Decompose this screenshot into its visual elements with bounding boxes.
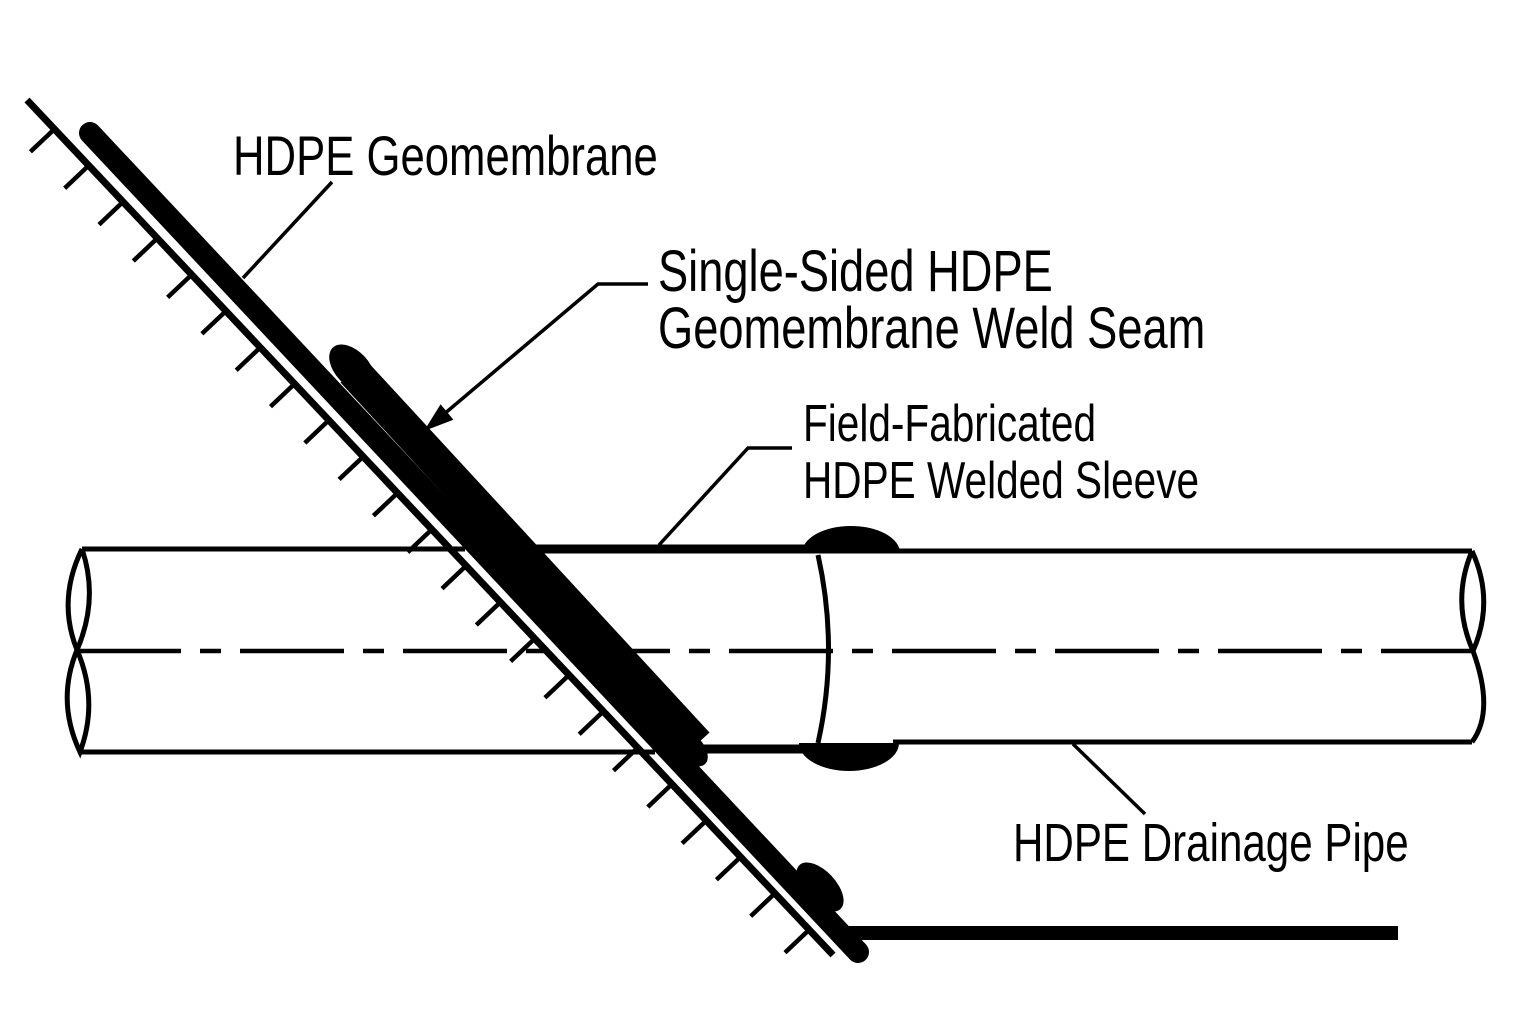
hatch-tick xyxy=(234,345,262,372)
hatch-tick xyxy=(371,491,399,518)
weld-bump-sleeve-end-bottom xyxy=(799,743,899,771)
leader-weld-seam xyxy=(422,282,648,433)
hatch-tick xyxy=(543,673,571,700)
weld-bump-toe xyxy=(796,862,844,912)
slope-ground-line xyxy=(24,97,836,958)
hatch-tick xyxy=(28,127,56,154)
hatch-tick xyxy=(268,382,297,409)
weld-bump-sleeve-bottom-junction xyxy=(672,729,708,767)
hatch-tick xyxy=(200,309,228,336)
label-sleeve-line2: HDPE Welded Sleeve xyxy=(803,452,1200,510)
label-weld-seam-line1: Single-Sided HDPE xyxy=(658,239,1053,304)
label-sleeve: Field-Fabricated HDPE Welded Sleeve xyxy=(803,396,1199,510)
hatch-tick xyxy=(646,782,674,809)
hatch-tick xyxy=(63,163,91,190)
hatch-tick xyxy=(337,455,365,482)
hatch-tick xyxy=(680,819,708,846)
label-sleeve-line1: Field-Fabricated xyxy=(803,395,1097,453)
hatch-tick xyxy=(714,855,742,882)
pipe-break-symbol-right xyxy=(1459,549,1487,744)
leader-weld-seam-arrowhead xyxy=(424,404,454,431)
hatch-tick xyxy=(131,236,159,263)
hatch-tick xyxy=(440,564,468,591)
hatch-tick xyxy=(749,891,777,918)
hatch-tick xyxy=(783,928,811,955)
label-weld-seam: Single-Sided HDPE Geomembrane Weld Seam xyxy=(658,239,1206,361)
sleeve-end-arc xyxy=(815,554,831,744)
label-drainage-pipe: HDPE Drainage Pipe xyxy=(1013,813,1409,873)
hatch-tick xyxy=(509,637,537,664)
hatch-tick xyxy=(577,709,605,736)
leader-geomembrane xyxy=(241,180,334,280)
weld-bump-sleeve-end-top xyxy=(802,526,900,553)
geomembrane-overlap-layer xyxy=(340,359,710,756)
geomembrane-line xyxy=(79,122,869,963)
weld-bump-sleeve-top-junction xyxy=(474,504,520,552)
weld-bump-seam xyxy=(329,344,375,392)
ground-hatch-marks xyxy=(28,127,811,955)
hatch-tick xyxy=(166,273,194,300)
hatch-tick xyxy=(474,600,502,627)
label-geomembrane: HDPE Geomembrane xyxy=(233,124,658,187)
hatch-tick xyxy=(303,418,331,445)
label-weld-seam-line2: Geomembrane Weld Seam xyxy=(658,296,1206,361)
hatch-tick xyxy=(97,200,125,227)
leader-sleeve xyxy=(657,446,792,547)
leader-drainage-pipe xyxy=(1071,742,1147,816)
